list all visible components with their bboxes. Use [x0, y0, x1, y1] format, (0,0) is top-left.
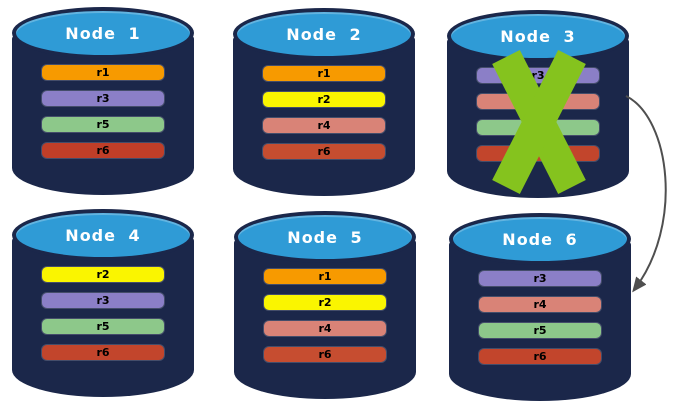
- replica-bar: r1: [263, 66, 385, 81]
- replica-label: r5: [533, 324, 547, 337]
- node-5-top: Node 5: [234, 211, 416, 263]
- node-4-body: [12, 235, 194, 397]
- replica-bar: r2: [263, 92, 385, 107]
- replica-label: r2: [96, 268, 110, 281]
- node-6-cylinder: Node 6 r3 r4 r5 r6: [449, 213, 631, 401]
- failed-x-icon: [492, 49, 586, 195]
- replica-bar: r6: [264, 347, 386, 362]
- node-5-cylinder: Node 5 r1 r2 r4 r6: [234, 211, 416, 399]
- replica-bar: r3: [42, 91, 164, 106]
- replica-label: r3: [96, 294, 110, 307]
- replica-label: r6: [533, 350, 547, 363]
- replica-bar: r5: [42, 319, 164, 334]
- replica-bar: r6: [42, 143, 164, 158]
- replica-label: r2: [317, 93, 331, 106]
- node-6-top: Node 6: [449, 213, 631, 265]
- replica-bar: r1: [264, 269, 386, 284]
- node-2-cylinder: Node 2 r1 r2 r4 r6: [233, 8, 415, 196]
- replica-label: r3: [96, 92, 110, 105]
- node-6-body: [449, 239, 631, 401]
- node-title: Node 2: [286, 24, 362, 44]
- node-1-body: [12, 33, 194, 195]
- replica-bar: r2: [42, 267, 164, 282]
- node-1-top: Node 1: [12, 7, 194, 59]
- node-title: Node 3: [500, 26, 576, 46]
- node-4-cylinder: Node 4 r2 r3 r5 r6: [12, 209, 194, 397]
- node-title: Node 5: [287, 227, 363, 247]
- node-title: Node 4: [65, 225, 141, 245]
- replica-label: r1: [317, 67, 331, 80]
- replica-label: r4: [533, 298, 547, 311]
- node-4-replicas: r2 r3 r5 r6: [42, 267, 164, 371]
- replica-bar: r3: [42, 293, 164, 308]
- replica-label: r4: [318, 322, 332, 335]
- replica-bar: r2: [264, 295, 386, 310]
- replica-bar: r6: [263, 144, 385, 159]
- node-2-top: Node 2: [233, 8, 415, 60]
- replica-bar: r6: [42, 345, 164, 360]
- replica-label: r1: [318, 270, 332, 283]
- replica-label: r3: [533, 272, 547, 285]
- replica-label: r5: [96, 320, 110, 333]
- replica-bar: r5: [479, 323, 601, 338]
- node-5-replicas: r1 r2 r4 r6: [264, 269, 386, 373]
- replica-label: r1: [96, 66, 110, 79]
- replica-bar: r5: [42, 117, 164, 132]
- replica-label: r6: [96, 144, 110, 157]
- node-1-replicas: r1 r3 r5 r6: [42, 65, 164, 169]
- replica-bar: r4: [263, 118, 385, 133]
- node-1-cylinder: Node 1 r1 r3 r5 r6: [12, 7, 194, 195]
- node-title: Node 1: [65, 23, 141, 43]
- replica-label: r2: [318, 296, 332, 309]
- node-6-replicas: r3 r4 r5 r6: [479, 271, 601, 375]
- replica-label: r4: [317, 119, 331, 132]
- replica-bar: r6: [479, 349, 601, 364]
- node-4-top: Node 4: [12, 209, 194, 261]
- replica-bar: r3: [479, 271, 601, 286]
- replica-bar: r1: [42, 65, 164, 80]
- node-title: Node 6: [502, 229, 578, 249]
- node-3-cylinder: Node 3 r3: [447, 10, 629, 198]
- node-5-body: [234, 237, 416, 399]
- replica-bar: r4: [264, 321, 386, 336]
- node-3-top: Node 3: [447, 10, 629, 62]
- node-2-body: [233, 34, 415, 196]
- replica-bar: r4: [479, 297, 601, 312]
- replica-label: r5: [96, 118, 110, 131]
- replica-label: r6: [318, 348, 332, 361]
- replica-label: r6: [96, 346, 110, 359]
- replica-label: r3: [531, 69, 545, 82]
- node-2-replicas: r1 r2 r4 r6: [263, 66, 385, 170]
- replica-label: r6: [317, 145, 331, 158]
